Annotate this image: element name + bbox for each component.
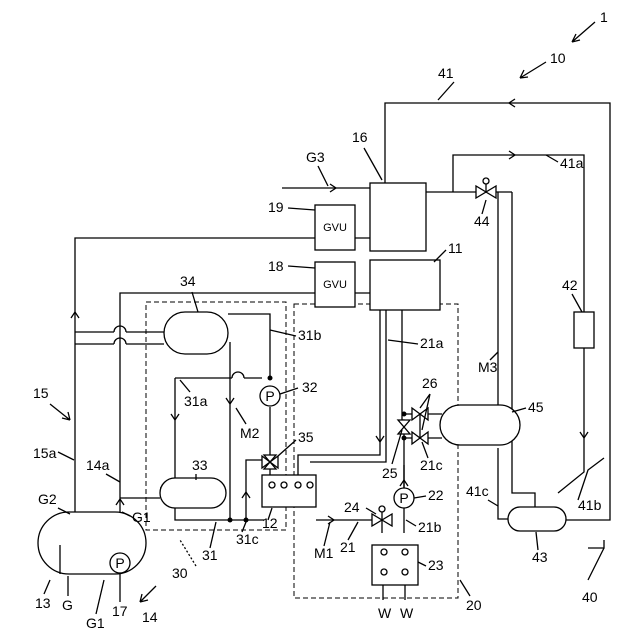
label-24: 24 <box>344 499 360 515</box>
label-1: 1 <box>600 9 608 25</box>
label-g1: G1 <box>132 509 151 525</box>
pump-17: P <box>110 553 130 573</box>
label-40: 40 <box>582 589 598 605</box>
label-33: 33 <box>192 457 208 473</box>
label-21c: 21c <box>420 457 443 473</box>
label-44: 44 <box>474 213 490 229</box>
label-15a: 15a <box>33 445 57 461</box>
heat-exchanger-12 <box>262 475 316 507</box>
vessel-33 <box>160 478 226 508</box>
svg-text:P: P <box>115 555 124 571</box>
label-41: 41 <box>438 65 454 81</box>
label-45: 45 <box>528 399 544 415</box>
gvu-19-label: GVU <box>323 222 347 234</box>
vessel-45 <box>440 405 520 445</box>
svg-text:P: P <box>399 490 408 506</box>
label-17: 17 <box>112 603 128 619</box>
pump-22: P <box>394 488 414 508</box>
label-g1b: G1 <box>86 615 105 631</box>
label-41c: 41c <box>466 483 489 499</box>
label-43: 43 <box>532 549 548 565</box>
label-34: 34 <box>180 273 196 289</box>
label-32: 32 <box>302 379 318 395</box>
label-21a: 21a <box>420 335 444 351</box>
label-35: 35 <box>298 429 314 445</box>
label-21b: 21b <box>418 519 442 535</box>
label-20: 20 <box>466 597 482 613</box>
label-m1: M1 <box>314 545 334 561</box>
svg-text:P: P <box>265 388 274 404</box>
vessel-43 <box>508 507 566 531</box>
label-m3: M3 <box>478 359 498 375</box>
valve-44 <box>476 178 496 198</box>
label-41b: 41b <box>578 497 602 513</box>
label-12: 12 <box>262 515 278 531</box>
label-18: 18 <box>268 258 284 274</box>
label-13: 13 <box>35 595 51 611</box>
label-23: 23 <box>428 557 444 573</box>
valve-25 <box>398 420 410 434</box>
unit-42 <box>574 312 594 348</box>
heat-exchanger-23 <box>372 545 418 585</box>
gvu-18-label: GVU <box>323 279 347 291</box>
label-14a: 14a <box>86 457 110 473</box>
label-42: 42 <box>562 277 578 293</box>
label-10: 10 <box>550 50 566 66</box>
label-21: 21 <box>340 539 356 555</box>
label-11: 11 <box>448 240 463 256</box>
label-41a: 41a <box>560 155 584 171</box>
label-g: G <box>62 597 73 613</box>
label-w1: W <box>378 605 392 621</box>
unit-11 <box>370 260 440 310</box>
label-m2: M2 <box>240 425 260 441</box>
label-g2: G2 <box>38 491 57 507</box>
label-26: 26 <box>422 375 438 391</box>
label-w2: W <box>400 605 414 621</box>
label-15: 15 <box>33 385 49 401</box>
label-31a: 31a <box>184 393 208 409</box>
vessel-34 <box>164 312 228 354</box>
label-31b: 31b <box>298 327 322 343</box>
label-30: 30 <box>172 565 188 581</box>
label-31: 31 <box>202 547 218 563</box>
label-22: 22 <box>428 487 444 503</box>
label-16: 16 <box>352 129 368 145</box>
label-g3: G3 <box>306 149 325 165</box>
label-19: 19 <box>268 199 284 215</box>
label-14: 14 <box>142 609 158 625</box>
valve-35 <box>262 455 278 469</box>
pump-32: P <box>260 386 280 406</box>
unit-16 <box>370 183 426 251</box>
label-31c: 31c <box>236 531 259 547</box>
label-25: 25 <box>382 465 398 481</box>
